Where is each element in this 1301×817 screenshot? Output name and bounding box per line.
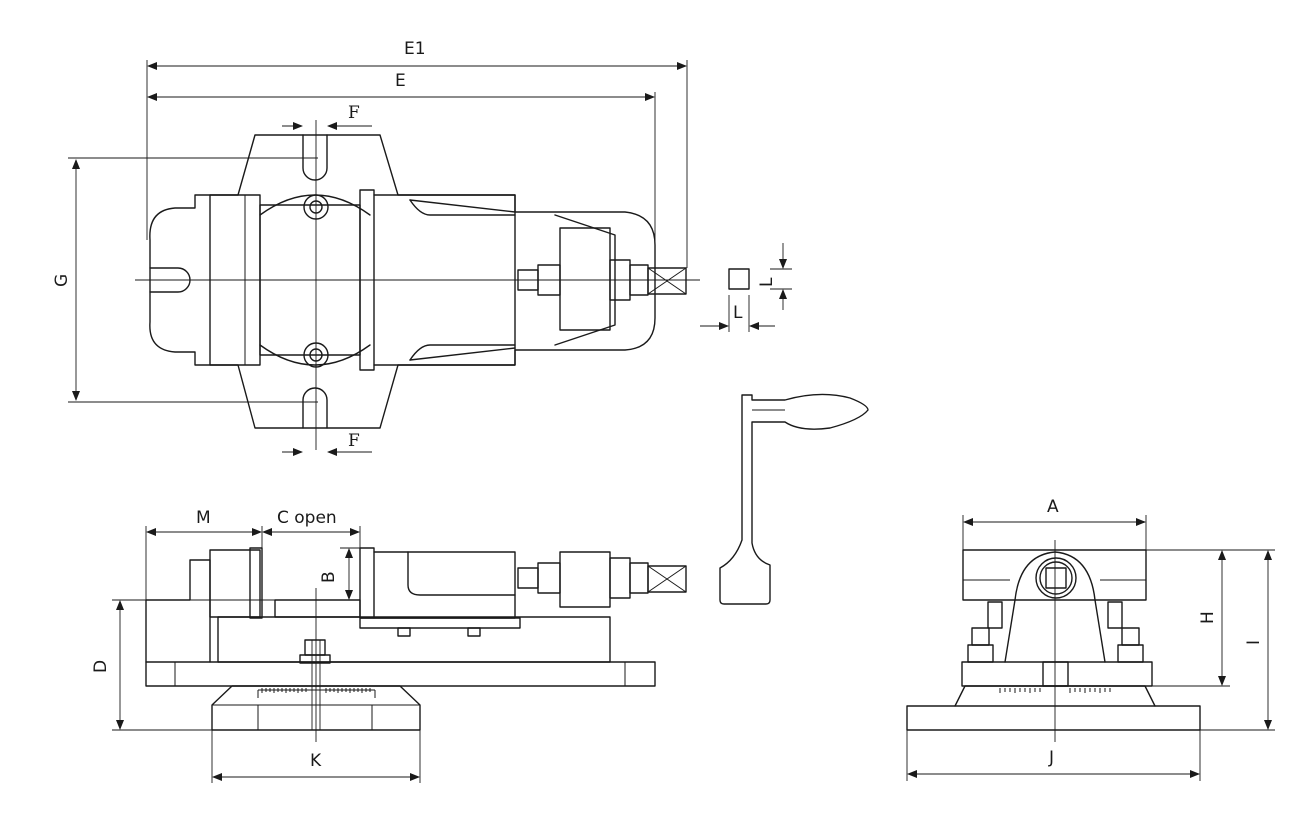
dimension-i: I — [1200, 549, 1275, 731]
label-d: D — [91, 660, 111, 673]
label-l-vertical: L — [757, 277, 777, 287]
dimension-e: E — [147, 71, 656, 245]
top-view-base-outline — [149, 134, 656, 429]
dimension-f-top: F — [282, 103, 372, 130]
label-c-open: C open — [277, 508, 337, 528]
front-view-base-plate — [145, 661, 656, 687]
top-view-bottom-slot — [302, 387, 328, 429]
label-i: I — [1244, 640, 1264, 645]
front-view-fixed-jaw — [209, 549, 261, 618]
label-l-horizontal: L — [733, 303, 743, 323]
label-g: G — [52, 274, 72, 287]
label-f-bottom: F — [348, 431, 360, 451]
dimension-k: K — [211, 730, 421, 783]
label-b: B — [319, 571, 339, 583]
dimension-g: G — [52, 157, 318, 403]
front-view-body — [217, 616, 611, 663]
dimension-d: D — [91, 599, 360, 731]
dimension-a: A — [962, 497, 1147, 550]
top-view — [135, 120, 700, 450]
dimension-m: M — [145, 508, 263, 600]
top-view-square-drive — [647, 267, 687, 295]
front-view-screw-housing — [559, 551, 611, 608]
dimension-b: B — [319, 547, 360, 600]
side-view — [906, 540, 1201, 742]
side-view-jaws — [962, 549, 1147, 601]
label-j: J — [1048, 748, 1054, 768]
front-view-movable-jaw — [359, 547, 375, 619]
label-e: E — [395, 71, 406, 91]
crank-handle — [719, 393, 869, 605]
label-m: M — [196, 508, 211, 528]
dimension-j: J — [906, 730, 1201, 781]
dimension-h: H — [1146, 549, 1230, 687]
dimension-c-open: C open — [262, 508, 361, 548]
label-h: H — [1198, 611, 1218, 624]
front-view — [145, 547, 687, 742]
dimension-f-bottom: F — [282, 431, 372, 456]
square-detail-l: L L — [700, 243, 792, 332]
label-e1: E1 — [404, 39, 426, 59]
top-view-screw-housing — [559, 227, 611, 331]
top-view-top-slot — [302, 134, 328, 181]
side-view-base-plate — [906, 705, 1201, 731]
label-f-top: F — [348, 103, 360, 123]
side-view-screw-end — [1035, 557, 1077, 599]
dimension-e1: E1 — [146, 39, 688, 268]
label-k: K — [310, 751, 322, 771]
label-a: A — [1047, 497, 1059, 517]
